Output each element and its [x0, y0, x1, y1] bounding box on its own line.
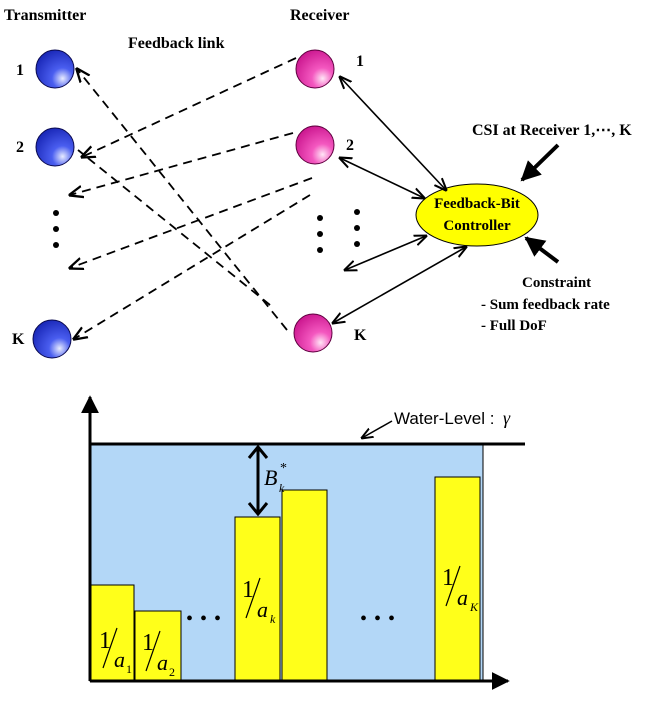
svg-text:1: 1 — [99, 628, 111, 654]
svg-text:a: a — [257, 597, 268, 622]
bar-ellipsis-right: • • • — [360, 608, 396, 630]
feedback-link-rx2 — [70, 132, 294, 195]
csi-label: CSI at Receiver 1,⋯, K — [472, 122, 632, 139]
water-level-label: Water-Level : — [394, 409, 494, 428]
bar-2 — [134, 610, 182, 682]
rx-label-2: 2 — [346, 137, 354, 154]
svg-text:B: B — [264, 465, 277, 490]
link-rxk-controller — [333, 247, 466, 323]
water-level-symbol: γ — [503, 408, 511, 428]
transmitter-node-2 — [35, 127, 75, 167]
receiver-node-2 — [295, 125, 335, 165]
constraint-item-full-dof: - Full DoF — [481, 318, 547, 334]
gap-label: B k * — [264, 461, 287, 495]
transmitter-node-1 — [35, 49, 75, 89]
tx-vertical-ellipsis — [53, 210, 59, 248]
svg-text:1: 1 — [242, 577, 254, 603]
constraint-input-arrow — [524, 236, 560, 264]
feedback-link-rx1 — [82, 57, 297, 157]
svg-text:1: 1 — [142, 630, 154, 656]
bars — [89, 476, 481, 682]
controller-label-line1: Feedback-Bit — [434, 196, 520, 212]
bar-k-plus — [281, 489, 328, 682]
link-rx1-controller — [340, 77, 446, 190]
gap-arrow-head-down — [247, 502, 269, 517]
svg-text:k: k — [279, 481, 285, 495]
controller-label-line2: Controller — [443, 218, 511, 234]
receiver-label: Receiver — [290, 7, 350, 24]
svg-text:1: 1 — [126, 662, 132, 676]
receiver-node-k — [293, 313, 333, 353]
rx-label-k: K — [354, 327, 367, 344]
svg-text:*: * — [280, 461, 287, 476]
bar-label-2: 1 a 2 — [142, 630, 175, 679]
feedback-link-rxk-tx2 — [77, 149, 271, 306]
bar-label-k: 1 a k — [242, 577, 276, 626]
feedback-link-rxk-tx1 — [77, 69, 288, 331]
feedback-bit-controller — [415, 183, 539, 247]
constraint-title: Constraint — [522, 275, 591, 291]
svg-text:1: 1 — [442, 565, 454, 591]
feedback-links — [70, 57, 313, 339]
csi-input-arrow — [520, 143, 560, 182]
svg-text:a: a — [157, 650, 168, 675]
feedback-link-label: Feedback link — [128, 35, 225, 52]
rx-vertical-ellipsis — [317, 209, 360, 253]
svg-text:a: a — [457, 585, 468, 610]
bar-ellipsis-left: • • • — [186, 608, 222, 630]
svg-text:k: k — [270, 612, 276, 626]
receiver-node-1 — [295, 49, 335, 89]
receiver-controller-links — [333, 77, 466, 323]
svg-text:2: 2 — [169, 665, 175, 679]
link-rx2-controller — [340, 158, 424, 198]
bar-label-K: 1 a K — [442, 565, 479, 614]
rx-label-1: 1 — [356, 53, 364, 70]
tx-label-k: K — [12, 331, 25, 348]
tx-label-1: 1 — [16, 62, 24, 79]
tx-label-2: 2 — [16, 139, 24, 156]
water-level-pointer — [362, 420, 393, 438]
feedback-link-dots-a — [70, 177, 313, 268]
transmitter-node-k — [32, 319, 72, 359]
transmitter-label: Transmitter — [4, 7, 86, 24]
feedback-link-dots-b — [74, 194, 311, 339]
bar-label-1: 1 a 1 — [99, 627, 132, 676]
gap-arrow-head-up — [247, 444, 269, 459]
svg-text:K: K — [469, 600, 479, 614]
bar-1 — [89, 584, 135, 682]
constraint-item-sum-feedback-rate: - Sum feedback rate — [481, 297, 610, 313]
svg-text:a: a — [114, 647, 125, 672]
